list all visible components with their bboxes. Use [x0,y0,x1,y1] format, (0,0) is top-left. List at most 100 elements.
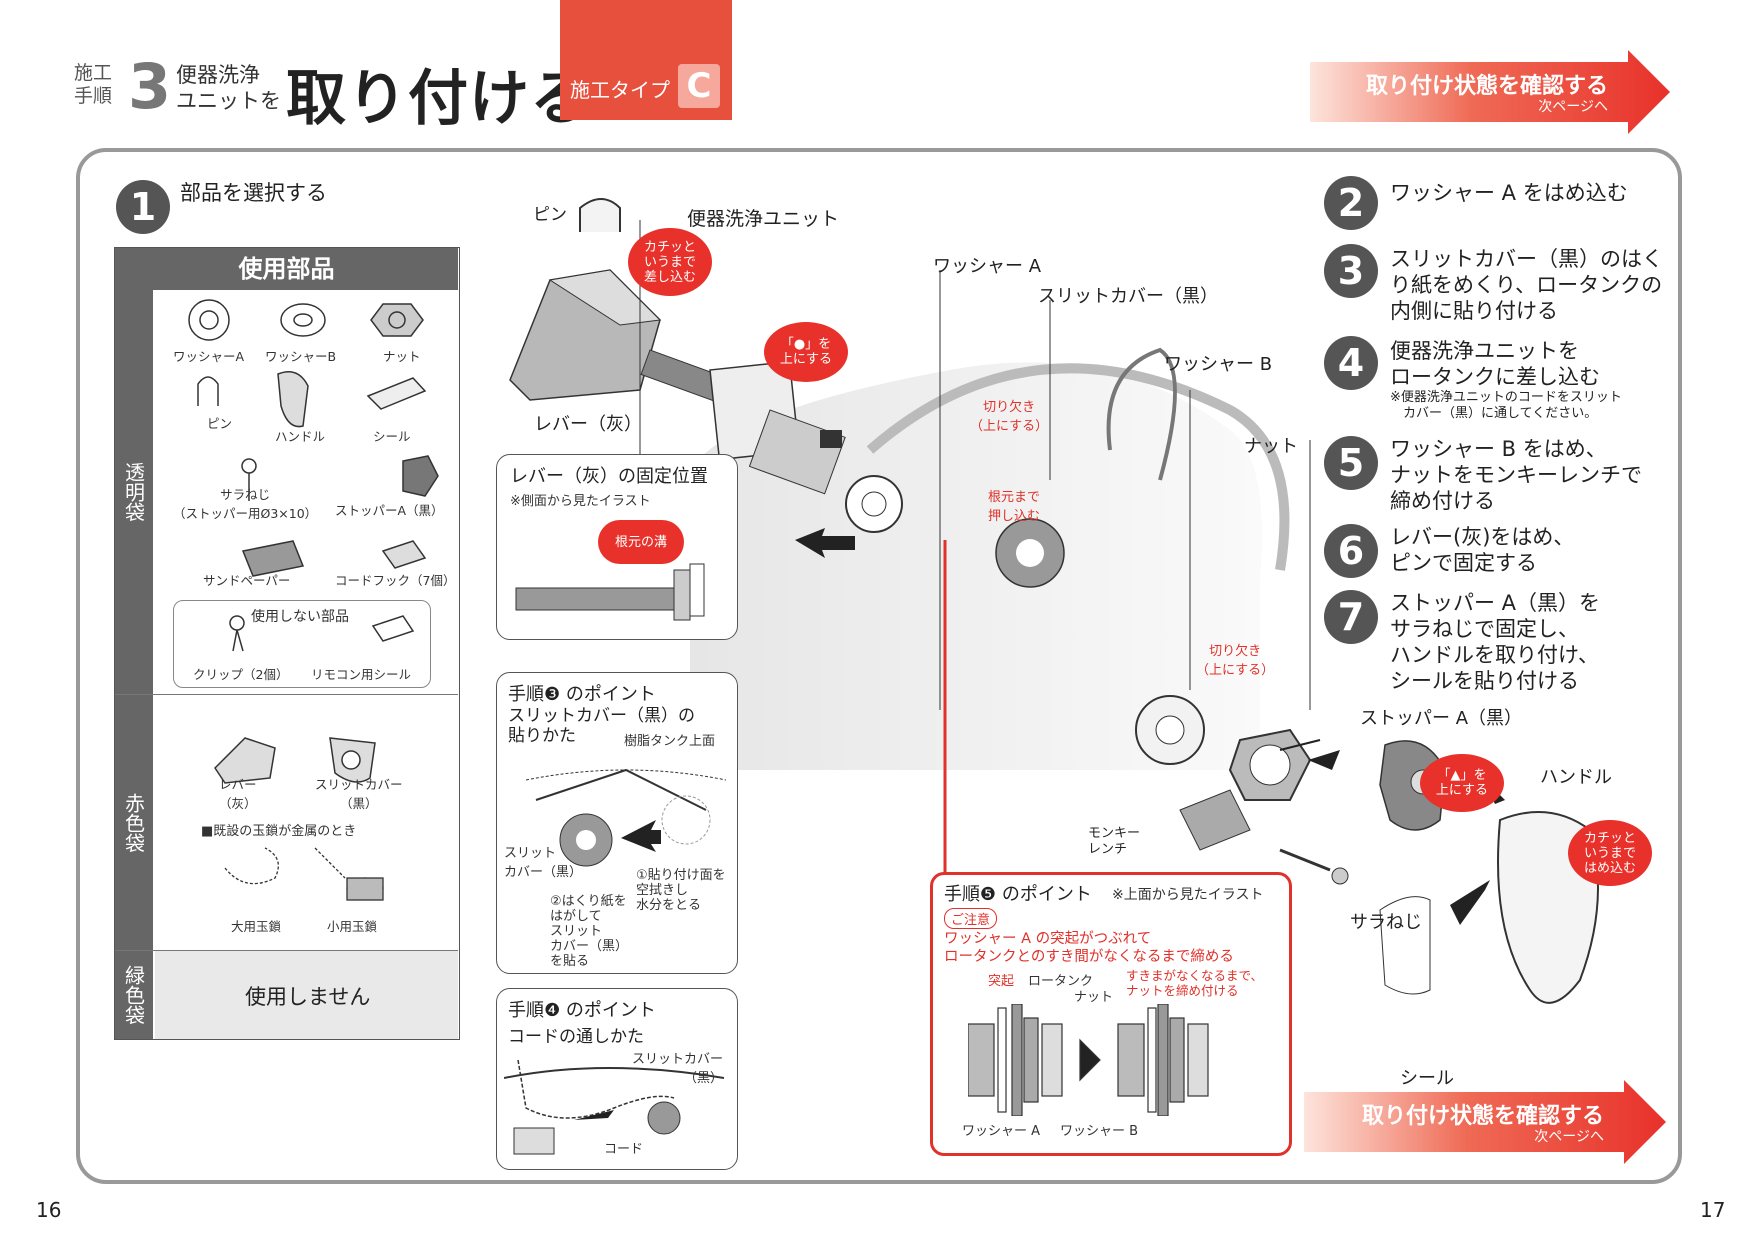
parts-table-header: 使用部品 [115,248,458,290]
exploded-assembly-illustration [509,198,1311,770]
point4-subtitle: コードの通しかた [508,1027,644,1047]
point5-protrusion: 突起 [988,974,1015,989]
point5-washer-b: ワッシャー B [1060,1124,1139,1139]
point3-subtitle: スリットカバー（黒）の 貼りかた [508,706,695,746]
page-number-left: 16 [36,1198,62,1222]
step-6-text: レバー(灰)をはめ、 ピンで固定する [1390,525,1575,575]
green-bag-text: 使用しません [245,985,371,1009]
section-red-bag: 赤色袋 [115,695,153,950]
point4-slit-label: スリットカバー （黒） [632,1052,724,1086]
label-stopper-a: ストッパー A（黒） [1360,708,1523,729]
point5-nut: ナット [1074,990,1114,1005]
label-flush-unit: 便器洗浄ユニット [687,208,840,230]
label-handle: ハンドル [1540,767,1612,788]
part-pin: ピン [207,416,233,431]
step-1-circle: 1 [116,180,170,234]
divider [115,694,458,695]
part-sandpaper: サンドペーパー [203,573,291,588]
point4-illustration [504,1059,724,1155]
metal-chain-note: ■既設の玉鎖が金属のとき [201,824,357,839]
unit-label: 便器洗浄 ユニットを [176,63,281,113]
bubble-handle-click: カチッと いうまで はめ込む [1568,820,1652,886]
point3-title: 手順❸ のポイント [508,684,656,705]
step-6-circle: 6 [1324,524,1378,578]
note-notch-1: 切り欠き （上にする） [970,400,1049,434]
point-step4-box [496,988,738,1170]
unused-parts-title: 使用しない部品 [251,609,349,625]
point5-tighten: すきまがなくなるまで、 ナットを締め付ける [1126,968,1264,998]
lever-box-note: ※側面から見たイラスト [510,494,651,509]
red-connector [943,540,947,880]
label-slit-cover: スリットカバー（黒） [1038,286,1218,307]
lever-side-illustration [515,563,705,621]
step-2-text: ワッシャー A をはめ込む [1390,181,1628,205]
arrow-right-icon [1304,1080,1666,1164]
page-number-right: 17 [1700,1198,1726,1222]
divider [115,950,458,951]
bubble-root-groove: 根元の溝 [598,520,684,564]
part-large-chain: 大用玉鎖 [231,919,282,934]
install-type-tab: 施工タイプ C [560,0,732,120]
section-clear-bag: 透明袋 [115,290,153,694]
point5-washer-a: ワッシャー A [962,1124,1041,1139]
part-screw: サラねじ （ストッパー用Ø3×10） [173,487,318,521]
step-5-text: ワッシャー B をはめ、 ナットをモンキーレンチで 締め付ける [1390,437,1642,513]
red-bag-illustrations [214,737,384,901]
step-2-circle: 2 [1324,176,1378,230]
point5-caution-badge: ご注意 [944,908,998,929]
step-1-title: 部品を選択する [180,181,327,205]
step-7-text: ストッパー A（黒）を サラねじで固定し、 ハンドルを取り付け、 シールを貼り付… [1390,591,1601,693]
step-3-circle: 3 [1324,244,1378,298]
main-panel [76,148,1682,1184]
step-number: 3 [128,50,172,123]
note-push-root: 根元まで 押し込む [988,490,1041,524]
bubble-pin-click: カチッと いうまで 差し込む [628,228,712,296]
step-7-circle: 7 [1324,590,1378,644]
part-handle: ハンドル [275,429,326,444]
point5-illustration [968,1004,1209,1116]
part-cord-hook: コードフック（7個） [335,573,456,588]
label-monkey-wrench: モンキー レンチ [1088,826,1141,857]
point5-title: 手順❺ のポイント [944,884,1092,905]
label-screw: サラねじ [1350,912,1422,933]
arrow-right-icon [1310,50,1670,134]
next-page-link-top[interactable]: 取り付け状態を確認する 次ページへ [1310,50,1670,134]
label-lever: レバー（灰） [534,414,642,435]
install-type-letter: C [678,64,720,108]
step-4-note: ※便器洗浄ユニットのコードをスリット カバー（黒）に通してください。 [1390,390,1622,421]
label-pin: ピン [533,205,567,225]
point3-tank-top: 樹脂タンク上面 [624,734,716,749]
label-washer-b: ワッシャー B [1164,354,1273,375]
point3-step-a: ①貼り付け面を 空拭きし 水分をとる [636,868,726,913]
part-clip: クリップ（2個） [193,667,289,682]
lever-box-title: レバー（灰）の固定位置 [510,466,708,487]
part-lever: レバー （灰） [219,777,257,811]
part-stopper-a: ストッパーA（黒） [335,503,444,518]
unused-parts-box [173,600,431,688]
green-bag-cell [155,951,458,1039]
next-page-link-bottom[interactable]: 取り付け状態を確認する 次ページへ [1304,1080,1666,1164]
label-seal: シール [1400,1068,1454,1089]
next-page-sub: 次ページへ [1534,1129,1604,1145]
label-nut: ナット [1244,436,1298,457]
point4-title: 手順❹ のポイント [508,1000,656,1021]
bubble-triangle-up: 「▲」を 上にする [1420,754,1504,812]
next-page-label: 取り付け状態を確認する [1365,74,1608,99]
point3-step-b: ②はくり紙を はがして スリット カバー（黒） を貼る [550,894,629,969]
part-nut: ナット [383,349,421,364]
step-3-text: スリットカバー（黒）のはく り紙をめくり、ロータンクの 内側に貼り付ける [1390,247,1663,323]
step-4-circle: 4 [1324,336,1378,390]
point3-illustration [526,768,726,867]
point5-warning: ワッシャー A の突起がつぶれて ロータンクとのすき間がなくなるまで締める [944,931,1234,965]
part-remote-seal: リモコン用シール [311,667,412,682]
next-page-sub: 次ページへ [1538,99,1608,115]
parts-table: 使用部品 透明袋 赤色袋 緑色袋 [114,247,460,1040]
point3-slit-label: スリット カバー（黒） [504,846,583,880]
point4-cord: コード [604,1142,644,1157]
part-washer-a: ワッシャーA [173,349,245,364]
next-page-label: 取り付け状態を確認する [1361,1104,1604,1129]
section-green-bag: 緑色袋 [115,951,153,1039]
bubble-dot-up: 「●」を 上にする [764,322,848,382]
part-slit-cover: スリットカバー （黒） [315,777,403,811]
parts-illustrations [188,299,439,652]
